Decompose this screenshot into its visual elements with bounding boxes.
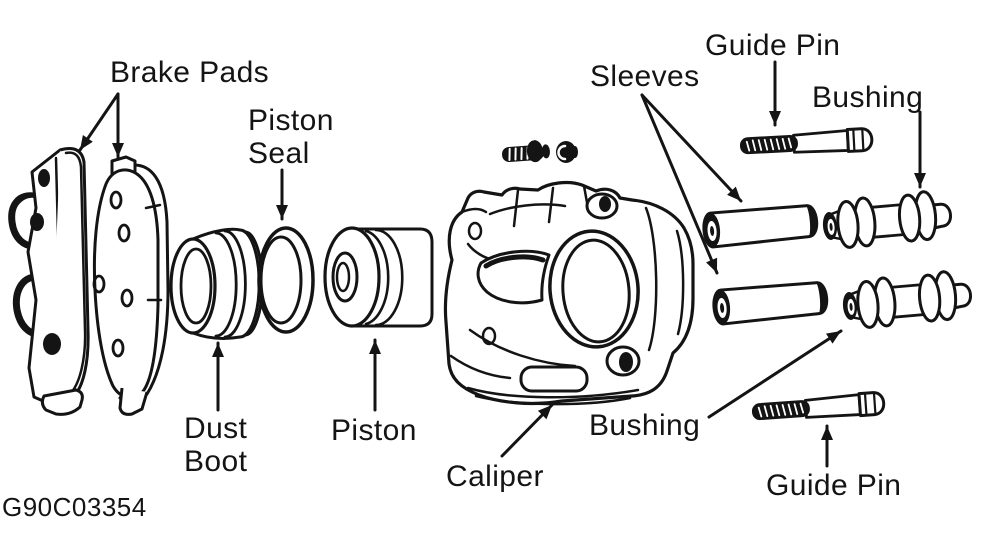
label-caliper: Caliper	[446, 460, 544, 493]
label-bushing-top: Bushing	[812, 81, 924, 114]
label-sleeves: Sleeves	[590, 60, 700, 93]
sleeves-arrow-top	[640, 93, 743, 203]
sleeve-bottom-drawing	[712, 281, 829, 326]
sleeve-top-drawing	[702, 204, 819, 249]
caliper-arrow	[500, 403, 554, 458]
label-brake-pads: Brake Pads	[110, 56, 270, 89]
bleeder-screw-drawing	[502, 140, 550, 163]
caliper-drawing	[443, 180, 695, 406]
sleeves-arrow-bottom	[640, 93, 719, 275]
guide-pin-bottom-drawing	[751, 391, 886, 421]
brake-pad-outer-drawing	[8, 147, 90, 416]
brake-pads-arrow-left	[78, 92, 120, 152]
label-dust-boot: Dust Boot	[184, 412, 247, 478]
figure-code: G90C03354	[2, 492, 147, 522]
label-guide-pin-top: Guide Pin	[705, 29, 841, 62]
label-bushing-bottom: Bushing	[589, 409, 701, 442]
label-dust-boot-line1: Dust	[184, 412, 248, 445]
label-piston-seal-line2: Seal	[248, 137, 310, 170]
brake-pad-inner-drawing	[92, 155, 170, 416]
bushing-bottom-drawing	[842, 270, 973, 329]
label-dust-boot-line2: Boot	[184, 445, 248, 478]
label-piston-seal: Piston Seal	[248, 104, 334, 170]
dust-boot-drawing	[169, 227, 264, 340]
bleeder-cap-drawing	[556, 141, 578, 163]
bushing-top-drawing	[822, 190, 953, 249]
bushing-bottom-arrow	[707, 329, 843, 419]
label-guide-pin-bottom: Guide Pin	[766, 469, 902, 502]
label-piston: Piston	[331, 414, 417, 447]
label-piston-seal-line1: Piston	[248, 104, 334, 137]
piston-drawing	[323, 226, 434, 328]
guide-pin-top-drawing	[739, 127, 874, 155]
piston-seal-drawing	[257, 226, 315, 334]
